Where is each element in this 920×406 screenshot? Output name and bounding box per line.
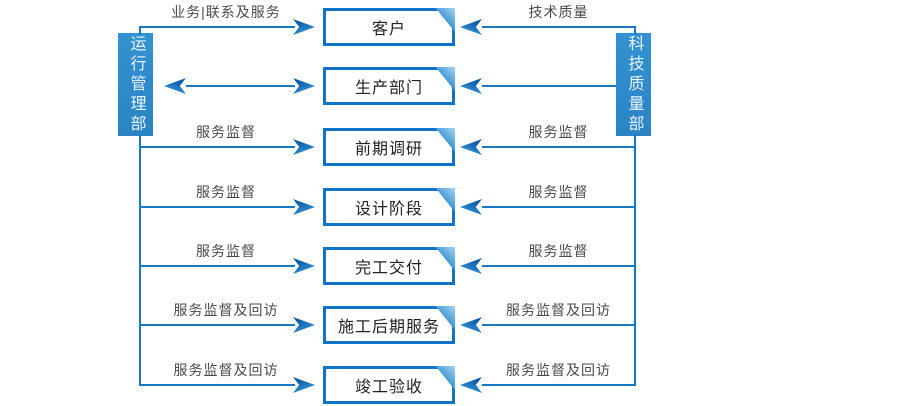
flow-box-label: 客户 [371,21,406,38]
flow-label: 服务监督及回访 [506,362,611,378]
folded-corner-icon [435,188,455,212]
flow-box-label: 施工后期服务 [337,319,440,336]
left-department-label: 运行管理部 [127,34,145,135]
flow-box-label: 竣工验收 [354,379,423,396]
right-top-stub-line [634,26,636,35]
connector-line [139,146,295,148]
arrow-left-icon [460,317,482,333]
connector-line [482,146,636,148]
connector-line [482,206,636,208]
arrow-right-icon [293,199,315,215]
flow-box-design-phase: 设计阶段 [323,188,455,226]
arrow-right-icon [293,78,315,94]
connector-line [139,384,295,386]
flow-box-completion-delivery: 完工交付 [323,247,455,285]
flow-label: 服务监督及回访 [173,362,279,378]
flow-label: 技术质量 [528,4,589,20]
folded-corner-icon [435,8,455,32]
flow-box-final-acceptance: 竣工验收 [323,366,455,404]
arrow-left-icon [460,139,482,155]
folded-corner-icon [435,366,455,390]
folded-corner-icon [435,128,455,152]
arrow-left-icon [460,78,482,94]
arrow-left-icon [460,258,482,274]
flow-label: 服务监督及回访 [506,302,611,318]
flow-label: 服务监督 [528,184,589,200]
connector-line [139,206,295,208]
arrow-right-icon [293,139,315,155]
connector-line [482,26,636,28]
flow-box-preliminary-research: 前期调研 [323,128,455,166]
arrow-right-icon [293,19,315,35]
arrow-right-icon [293,258,315,274]
arrow-left-icon [164,78,186,94]
connector-line [482,85,616,87]
arrow-right-icon [293,377,315,393]
folded-corner-icon [435,67,455,91]
flow-box-label: 前期调研 [354,141,423,158]
arrow-right-icon [293,317,315,333]
right-trunk-line [634,135,636,386]
flow-box-label: 完工交付 [354,260,423,277]
flow-box-customer: 客户 [323,8,455,46]
connector-line [482,384,636,386]
flow-box-label: 设计阶段 [354,201,423,218]
flow-label: 服务监督 [528,124,589,140]
connector-line [186,85,295,87]
flow-label: 服务监督 [196,124,256,140]
connector-line [139,324,295,326]
left-department-bar: 运行管理部 [118,33,153,136]
connector-line [139,26,295,28]
folded-corner-icon [435,247,455,271]
flow-label: 服务监督及回访 [173,302,279,318]
left-trunk-line [139,135,141,386]
flow-box-post-construction-service: 施工后期服务 [323,306,455,344]
left-top-stub-line [139,26,141,35]
connector-line [139,265,295,267]
right-department-label: 科技质量部 [625,34,643,135]
arrow-left-icon [460,199,482,215]
flow-box-label: 生产部门 [354,80,423,97]
connector-line [482,324,636,326]
flow-box-production-dept: 生产部门 [323,67,455,105]
arrow-left-icon [460,19,482,35]
right-department-bar: 科技质量部 [616,33,651,136]
flow-label: 服务监督 [528,243,589,259]
flow-label: 业务|联系及服务 [171,4,281,20]
arrow-left-icon [460,377,482,393]
flow-label: 服务监督 [196,243,256,259]
connector-line [482,265,636,267]
flow-label: 服务监督 [196,184,256,200]
